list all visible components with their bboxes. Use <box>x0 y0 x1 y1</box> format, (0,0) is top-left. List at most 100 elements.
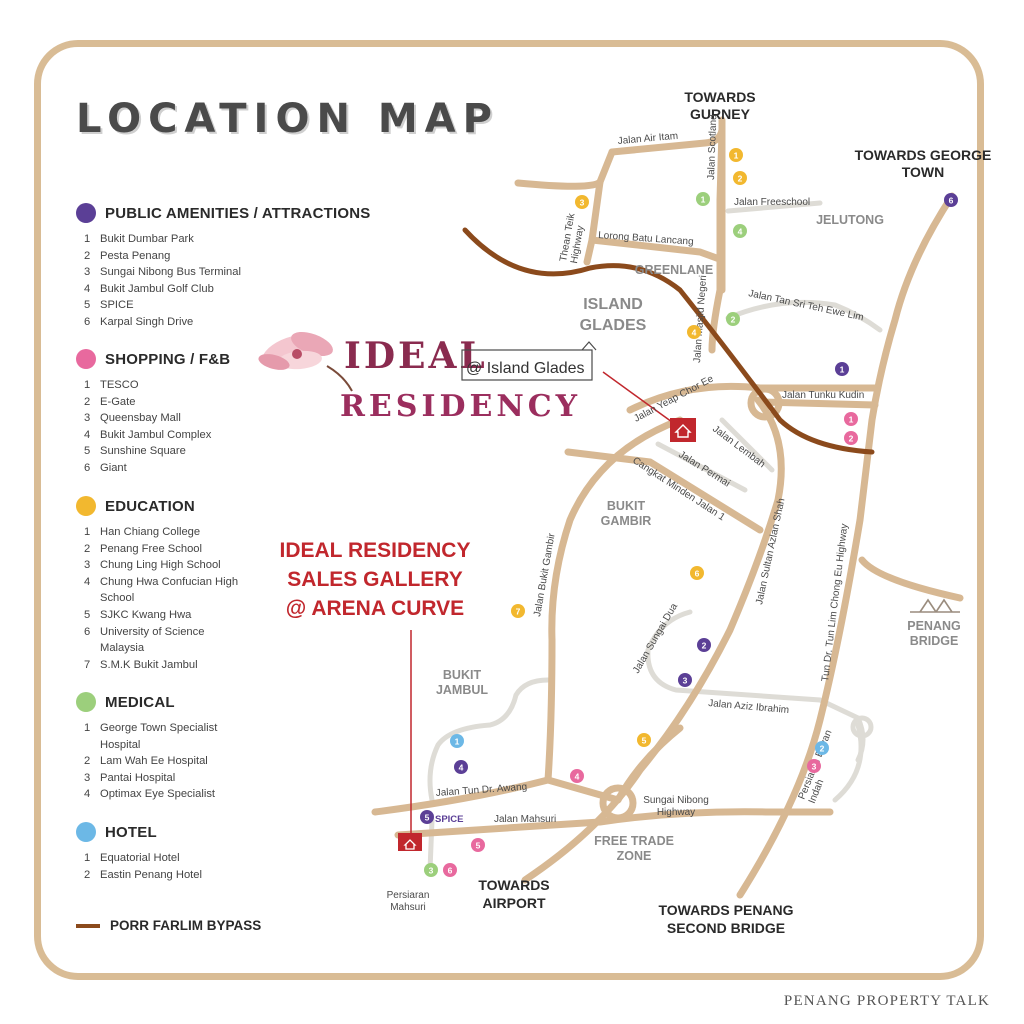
road-label-tunku-kudin: Jalan Tunku Kudin <box>782 390 864 401</box>
category-item: 5 Sunshine Square <box>84 443 250 460</box>
logo-residency: RESIDENCY <box>340 389 581 424</box>
marker-dot <box>637 733 651 747</box>
road-label-freeschool: Jalan Freeschool <box>734 197 810 208</box>
category-item: 1 TESCO <box>84 377 250 394</box>
item-number: 5 <box>84 445 91 458</box>
road-label-masjid-negeri: Jalan Masjid Negeri <box>692 275 709 363</box>
marker-amenity-6[interactable]: 6 <box>944 193 958 207</box>
porr-farlim-bypass <box>462 227 875 455</box>
category-item: 4 Optimax Eye Specialist <box>84 786 250 803</box>
marker-amenity-5[interactable]: 5 <box>420 810 434 824</box>
marker-number: 1 <box>849 414 854 424</box>
bridge-icon <box>910 598 960 613</box>
marker-education-1[interactable]: 1 <box>729 148 743 162</box>
marker-education-2[interactable]: 2 <box>733 171 747 185</box>
marker-shopping-2[interactable]: 2 <box>844 431 858 445</box>
category-title: EDUCATION <box>105 497 195 515</box>
marker-number: 4 <box>692 327 697 337</box>
marker-number: 2 <box>731 314 736 324</box>
area-greenlane: GREENLANE <box>635 263 713 277</box>
category-item: 6 Giant <box>84 460 250 477</box>
marker-dot <box>454 760 468 774</box>
item-number: 5 <box>84 299 91 312</box>
marker-medical-4[interactable]: 4 <box>733 224 747 238</box>
marker-hotel-2[interactable]: 2 <box>815 741 829 755</box>
item-label: Optimax Eye Specialist <box>100 788 216 801</box>
marker-dot <box>835 362 849 376</box>
logo-ideal: IDEAL <box>344 335 488 377</box>
item-number: 1 <box>84 379 91 391</box>
item-number: 4 <box>84 788 91 801</box>
marker-education-5[interactable]: 5 <box>637 733 651 747</box>
marker-education-3[interactable]: 3 <box>575 195 589 209</box>
marker-dot <box>471 838 485 852</box>
page-title: LOCATION MAP <box>76 96 499 142</box>
item-number: 6 <box>84 461 91 474</box>
item-label: Sunshine Square <box>100 445 186 458</box>
item-number: 2 <box>84 755 91 768</box>
marker-shopping-1[interactable]: 1 <box>844 412 858 426</box>
marker-shopping-3[interactable]: 3 <box>807 759 821 773</box>
bypass-legend: PORR FARLIM BYPASS <box>76 918 261 933</box>
marker-shopping-5[interactable]: 5 <box>471 838 485 852</box>
roundabout-bayan <box>850 715 874 739</box>
marker-dot <box>697 638 711 652</box>
item-label: Chung Hwa Confucian High School <box>100 575 239 605</box>
road-label-lembah: Jalan Lembah <box>710 424 767 471</box>
item-number: 6 <box>84 315 91 328</box>
item-number: 4 <box>84 575 91 588</box>
marker-education-7[interactable]: 7 <box>511 604 525 618</box>
marker-amenity-3[interactable]: 3 <box>678 673 692 687</box>
item-number: 2 <box>84 542 91 555</box>
marker-dot <box>450 734 464 748</box>
map-frame <box>34 40 984 980</box>
magnolia-flower-icon <box>258 331 353 392</box>
home-icon-ideal-residency[interactable] <box>670 418 696 442</box>
marker-number: 5 <box>425 812 430 822</box>
marker-medical-1[interactable]: 1 <box>696 192 710 206</box>
marker-number: 4 <box>738 226 743 236</box>
marker-shopping-4[interactable]: 4 <box>570 769 584 783</box>
marker-amenity-4[interactable]: 4 <box>454 760 468 774</box>
marker-amenity-1[interactable]: 1 <box>835 362 849 376</box>
marker-dot <box>570 769 584 783</box>
road-george-town <box>736 192 956 899</box>
marker-medical-3[interactable]: 3 <box>424 863 438 877</box>
marker-education-4[interactable]: 4 <box>687 325 701 339</box>
marker-dot <box>424 863 438 877</box>
marker-number: 3 <box>429 865 434 875</box>
roundabout-free-trade <box>599 784 637 822</box>
marker-dot <box>678 673 692 687</box>
logo-house-outline <box>461 349 593 381</box>
marker-number: 2 <box>702 640 707 650</box>
marker-dot <box>420 810 434 824</box>
marker-shopping-6[interactable]: 6 <box>443 863 457 877</box>
marker-amenity-2[interactable]: 2 <box>697 638 711 652</box>
marker-education-6[interactable]: 6 <box>690 566 704 580</box>
category-item: 4 Chung Hwa Confucian High School <box>84 574 250 607</box>
item-number: 3 <box>84 771 91 784</box>
gallery-line-1: IDEAL RESIDENCY <box>279 539 471 562</box>
item-label: TESCO <box>100 379 139 391</box>
home-icon-sales-gallery[interactable] <box>398 833 422 851</box>
marker-hotel-1[interactable]: 1 <box>450 734 464 748</box>
road-penang-bridge <box>858 556 964 602</box>
item-label: Giant <box>100 461 127 474</box>
marker-medical-2[interactable]: 2 <box>726 312 740 326</box>
